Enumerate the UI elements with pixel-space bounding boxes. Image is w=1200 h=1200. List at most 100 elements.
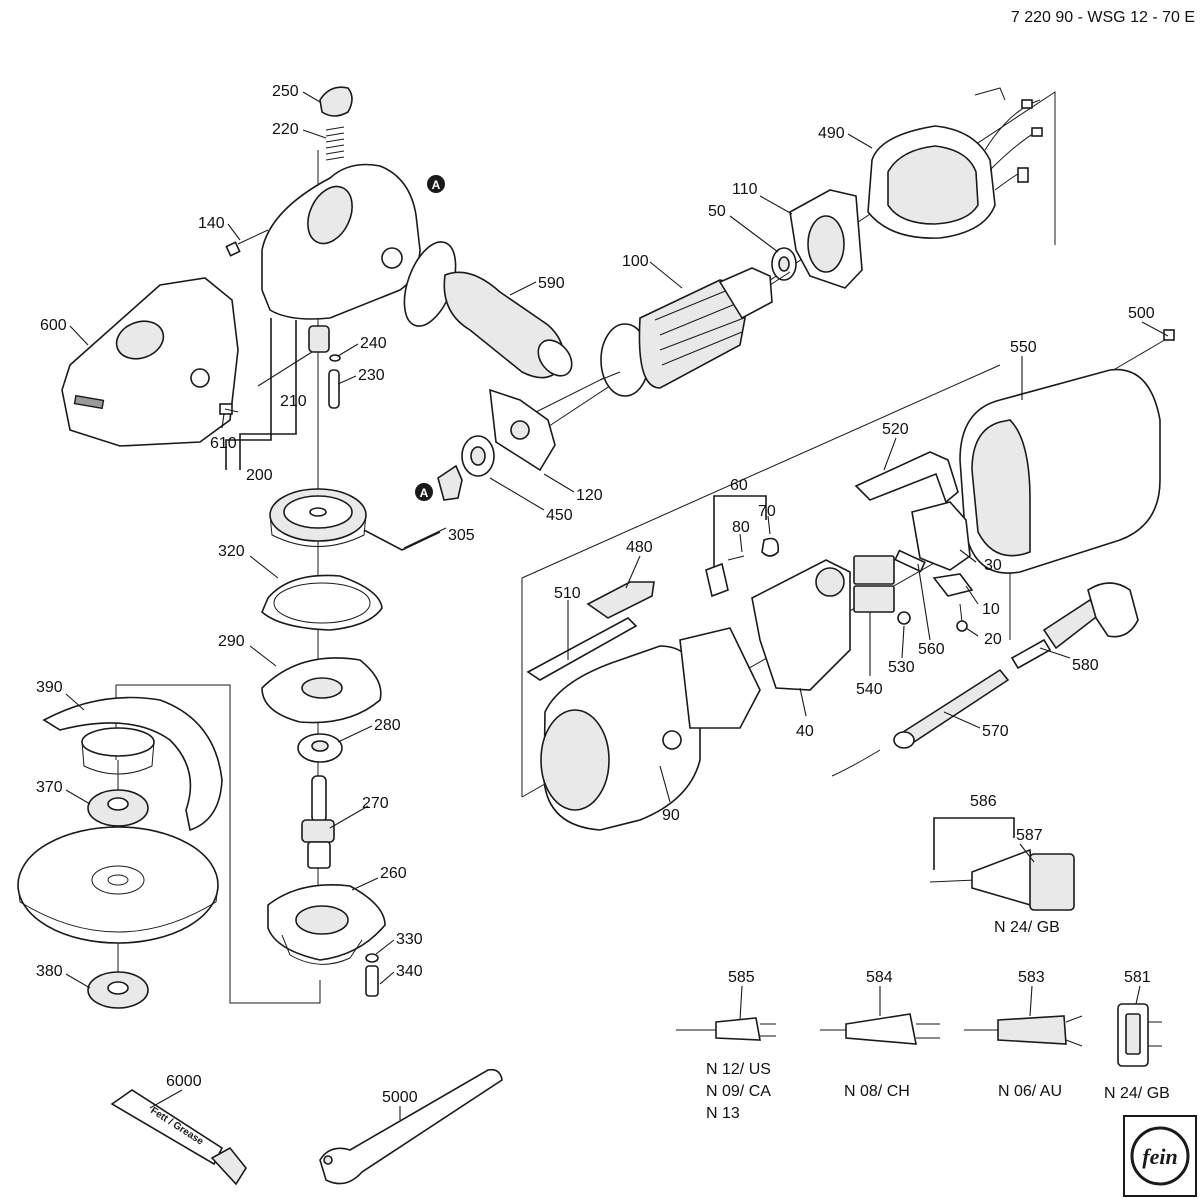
label-10: 10 [982, 601, 1000, 618]
gasket-inner [273, 582, 371, 624]
logo-text: fein [1142, 1144, 1177, 1169]
label-330: 330 [396, 931, 423, 948]
bracket-586 [933, 817, 1015, 870]
part-270-spindle [301, 775, 335, 869]
part-580-power-cable [1010, 582, 1139, 670]
part-290-bearing-flange [261, 657, 382, 724]
label-320: 320 [218, 543, 245, 560]
part-587-gb-plug [929, 848, 1075, 911]
label-305: 305 [448, 527, 475, 544]
caption-585-us: N 12/ US [706, 1061, 771, 1078]
caption-585-n13: N 13 [706, 1105, 740, 1122]
label-30: 30 [984, 557, 1002, 574]
label-100: 100 [622, 253, 649, 270]
part-90-motor-housing [540, 627, 761, 831]
part-500-screw [1109, 329, 1175, 373]
part-520-switch-rod [854, 451, 959, 504]
label-550: 550 [1010, 339, 1037, 356]
label-540: 540 [856, 681, 883, 698]
bracket-200-right [239, 320, 297, 470]
leader-lines [65, 91, 1169, 1120]
label-340: 340 [396, 963, 423, 980]
part-584-ch-plug [820, 1013, 940, 1045]
part-100-armature [599, 267, 791, 397]
part-320-gasket [261, 574, 383, 631]
document-code: 7 220 90 - WSG 12 - 70 E [1011, 9, 1195, 26]
caption-587-gb: N 24/ GB [994, 919, 1060, 936]
part-210-bushing [308, 325, 330, 353]
label-260: 260 [380, 865, 407, 882]
label-280: 280 [374, 717, 401, 734]
part-550-motor-housing [959, 368, 1161, 574]
label-50: 50 [708, 203, 726, 220]
gear-group-frame [116, 684, 321, 1004]
part-230-pin [328, 369, 340, 409]
housing-handle-socket [381, 247, 403, 269]
cover-screw-hole [190, 368, 210, 388]
bracket-60 [713, 495, 767, 570]
label-500: 500 [1128, 305, 1155, 322]
label-240: 240 [360, 335, 387, 352]
caption-583-au: N 06/ AU [998, 1083, 1062, 1100]
label-560: 560 [918, 641, 945, 658]
part-570-cable-sleeve [893, 668, 1010, 749]
part-60-switch [705, 562, 729, 598]
label-40: 40 [796, 723, 814, 740]
label-70: 70 [758, 503, 776, 520]
label-6000: 6000 [166, 1073, 202, 1090]
label-20: 20 [984, 631, 1002, 648]
part-280-bearing [297, 733, 343, 763]
label-230: 230 [358, 367, 385, 384]
caption-584-ch: N 08/ CH [844, 1083, 910, 1100]
label-60: 60 [730, 477, 748, 494]
part-600-cover [61, 277, 239, 447]
label-390: 390 [36, 679, 63, 696]
label-250: 250 [272, 83, 299, 100]
bracket-305 [363, 529, 441, 551]
label-450: 450 [546, 507, 573, 524]
part-583-au-plug [964, 1015, 1083, 1047]
marker-a-upper: A [427, 175, 445, 193]
part-70-clip [761, 537, 780, 557]
part-590-handle [403, 241, 573, 379]
label-220: 220 [272, 121, 299, 138]
label-110: 110 [732, 181, 758, 198]
part-40-electronics-module [751, 559, 851, 691]
part-260-flange [267, 884, 386, 965]
part-220-spring [325, 126, 345, 161]
label-90: 90 [662, 807, 680, 824]
label-290: 290 [218, 633, 245, 650]
label-140: 140 [198, 215, 225, 232]
part-390-wheel-guard [42, 696, 223, 832]
part-581-gb-adapter [1117, 1003, 1162, 1067]
label-583: 583 [1018, 969, 1045, 986]
label-570: 570 [982, 723, 1009, 740]
svg-text:A: A [420, 486, 429, 500]
label-520: 520 [882, 421, 909, 438]
part-50-bearing [771, 247, 797, 281]
part-530-screw [897, 611, 911, 625]
part-10-cable-clamp [932, 573, 974, 597]
part-30-switch-holder [911, 501, 971, 571]
label-380: 380 [36, 963, 63, 980]
part-585-us-plug [676, 1017, 776, 1041]
label-80: 80 [732, 519, 750, 536]
part-250-cap [319, 86, 353, 117]
part-450-bearing [461, 435, 495, 477]
baffle-hole [510, 420, 530, 440]
label-120: 120 [576, 487, 603, 504]
label-210: 210 [280, 393, 307, 410]
part-480-slide-button [586, 581, 655, 619]
part-610-screw [219, 403, 239, 415]
label-600: 600 [40, 317, 67, 334]
plug-variant-captions: N 24/ GB N 12/ US N 09/ CA N 13 N 08/ CH… [706, 919, 1170, 1122]
svg-text:A: A [432, 178, 441, 192]
part-380-clamping-nut [87, 971, 149, 1009]
part-5000-pin-wrench [319, 1068, 503, 1185]
label-370: 370 [36, 779, 63, 796]
label-200: 200 [246, 467, 273, 484]
label-581: 581 [1124, 969, 1151, 986]
fein-logo: fein [1123, 1115, 1197, 1197]
part-330-washer [365, 953, 379, 963]
